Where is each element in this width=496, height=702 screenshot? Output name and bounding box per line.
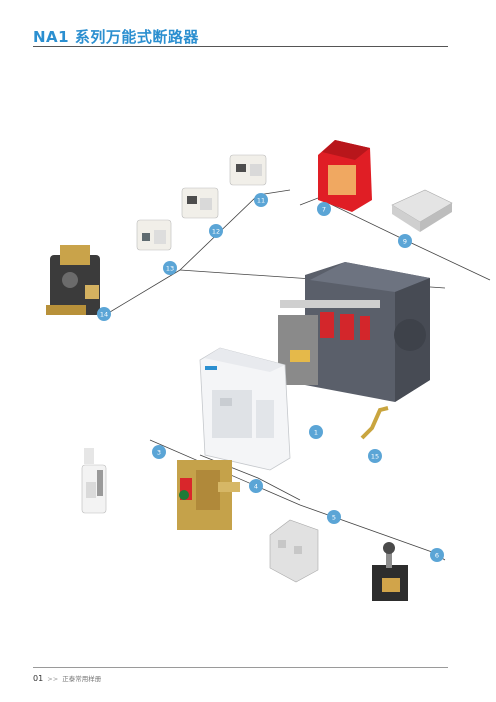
breaker-body-part	[278, 262, 430, 402]
page-title: NA1 系列万能式断路器	[33, 28, 199, 46]
rotary-handle-part	[372, 542, 408, 601]
callout-label-13: 13	[166, 265, 174, 273]
callout-label-3: 3	[157, 449, 161, 457]
callout-label-14: 14	[100, 311, 108, 319]
callout-badges: 1 3 4 5 6 7 9 11 12 13 14 15	[97, 193, 444, 562]
callout-badge-11	[254, 193, 268, 207]
callout-badge-14	[97, 307, 111, 321]
red-cover-part	[318, 140, 372, 212]
terminal-block-part	[391, 189, 453, 232]
motor-operator-part	[46, 245, 100, 315]
terminal-stack-part	[269, 519, 319, 583]
callout-badge-5	[327, 510, 341, 524]
rod-part	[360, 406, 389, 440]
callout-label-11: 11	[257, 197, 265, 205]
callout-badge-15	[368, 449, 382, 463]
footer-separator: >>	[47, 675, 59, 683]
page-footer: 01 >> 正泰常用样册	[33, 673, 101, 683]
callout-badge-9	[398, 234, 412, 248]
callout-badge-13	[163, 261, 177, 275]
callout-badge-7	[317, 202, 331, 216]
callout-label-1: 1	[314, 429, 318, 437]
controller-module-11	[229, 154, 267, 186]
callout-label-7: 7	[322, 206, 326, 214]
callout-badge-4	[249, 479, 263, 493]
page-number: 01	[33, 674, 44, 683]
footer-rule	[33, 667, 448, 668]
callout-label-12: 12	[212, 228, 220, 236]
callout-badge-6	[430, 548, 444, 562]
callout-label-15: 15	[371, 453, 379, 461]
callout-badge-3	[152, 445, 166, 459]
auxiliary-module-part	[81, 448, 107, 514]
callout-label-6: 6	[435, 552, 439, 560]
header-rule	[33, 46, 448, 47]
callout-label-9: 9	[403, 238, 407, 246]
callout-label-4: 4	[254, 483, 258, 491]
callout-badge-1	[309, 425, 323, 439]
front-cover-part	[199, 347, 291, 471]
callout-badge-12	[209, 224, 223, 238]
callout-label-5: 5	[332, 514, 336, 522]
controller-module-13	[136, 219, 172, 251]
controller-module-12	[181, 187, 219, 219]
mechanism-part	[177, 460, 240, 530]
footer-caption: 正泰常用样册	[62, 675, 102, 683]
